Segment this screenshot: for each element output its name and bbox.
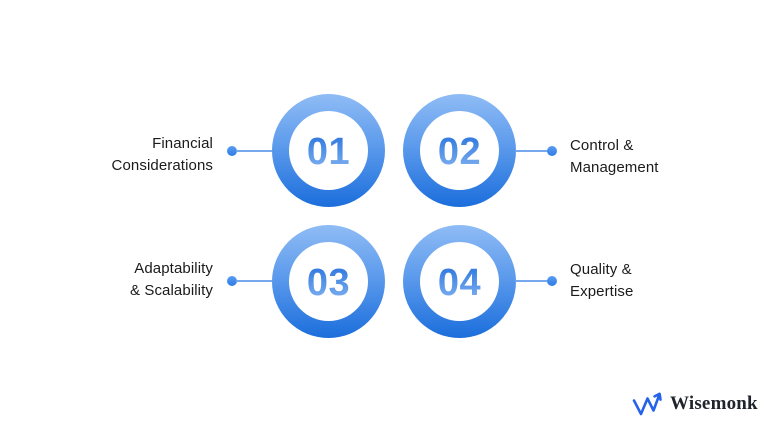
label-item-3: Adaptability & Scalability — [40, 258, 213, 302]
label-line-1: Adaptability — [134, 260, 213, 277]
connector-dot — [547, 276, 557, 286]
label-line-1: Quality & — [570, 261, 632, 278]
logo-text: Wisemonk — [670, 393, 758, 414]
step-circle-3: 03 — [272, 225, 385, 338]
step-number-2: 02 — [437, 130, 482, 173]
label-line-2: Expertise — [570, 283, 634, 300]
step-circle-inner: 02 — [420, 111, 499, 190]
label-item-4: Quality & Expertise — [570, 259, 745, 303]
step-circle-1: 01 — [272, 94, 385, 207]
connector-line — [236, 150, 274, 152]
connector-dot — [227, 276, 237, 286]
step-number-3: 03 — [306, 261, 351, 304]
step-circle-inner: 03 — [289, 242, 368, 321]
label-item-2: Control & Management — [570, 135, 745, 179]
label-line-2: & Scalability — [129, 282, 213, 299]
connector-line — [515, 280, 549, 282]
connector-dot — [547, 146, 557, 156]
step-number-1: 01 — [306, 130, 351, 173]
trend-zigzag-arrow-icon — [632, 392, 662, 416]
connector-line — [236, 280, 274, 282]
label-line-2: Considerations — [111, 157, 213, 174]
step-circle-4: 04 — [403, 225, 516, 338]
connector-dot — [227, 146, 237, 156]
label-line-1: Financial — [152, 135, 213, 152]
step-number-4: 04 — [437, 261, 482, 304]
step-circle-inner: 04 — [420, 242, 499, 321]
connector-line — [515, 150, 549, 152]
label-line-1: Control & — [570, 137, 634, 154]
label-item-1: Financial Considerations — [40, 133, 213, 177]
wisemonk-logo: Wisemonk — [632, 388, 758, 420]
label-line-2: Management — [570, 159, 659, 176]
step-circle-inner: 01 — [289, 111, 368, 190]
step-circle-2: 02 — [403, 94, 516, 207]
